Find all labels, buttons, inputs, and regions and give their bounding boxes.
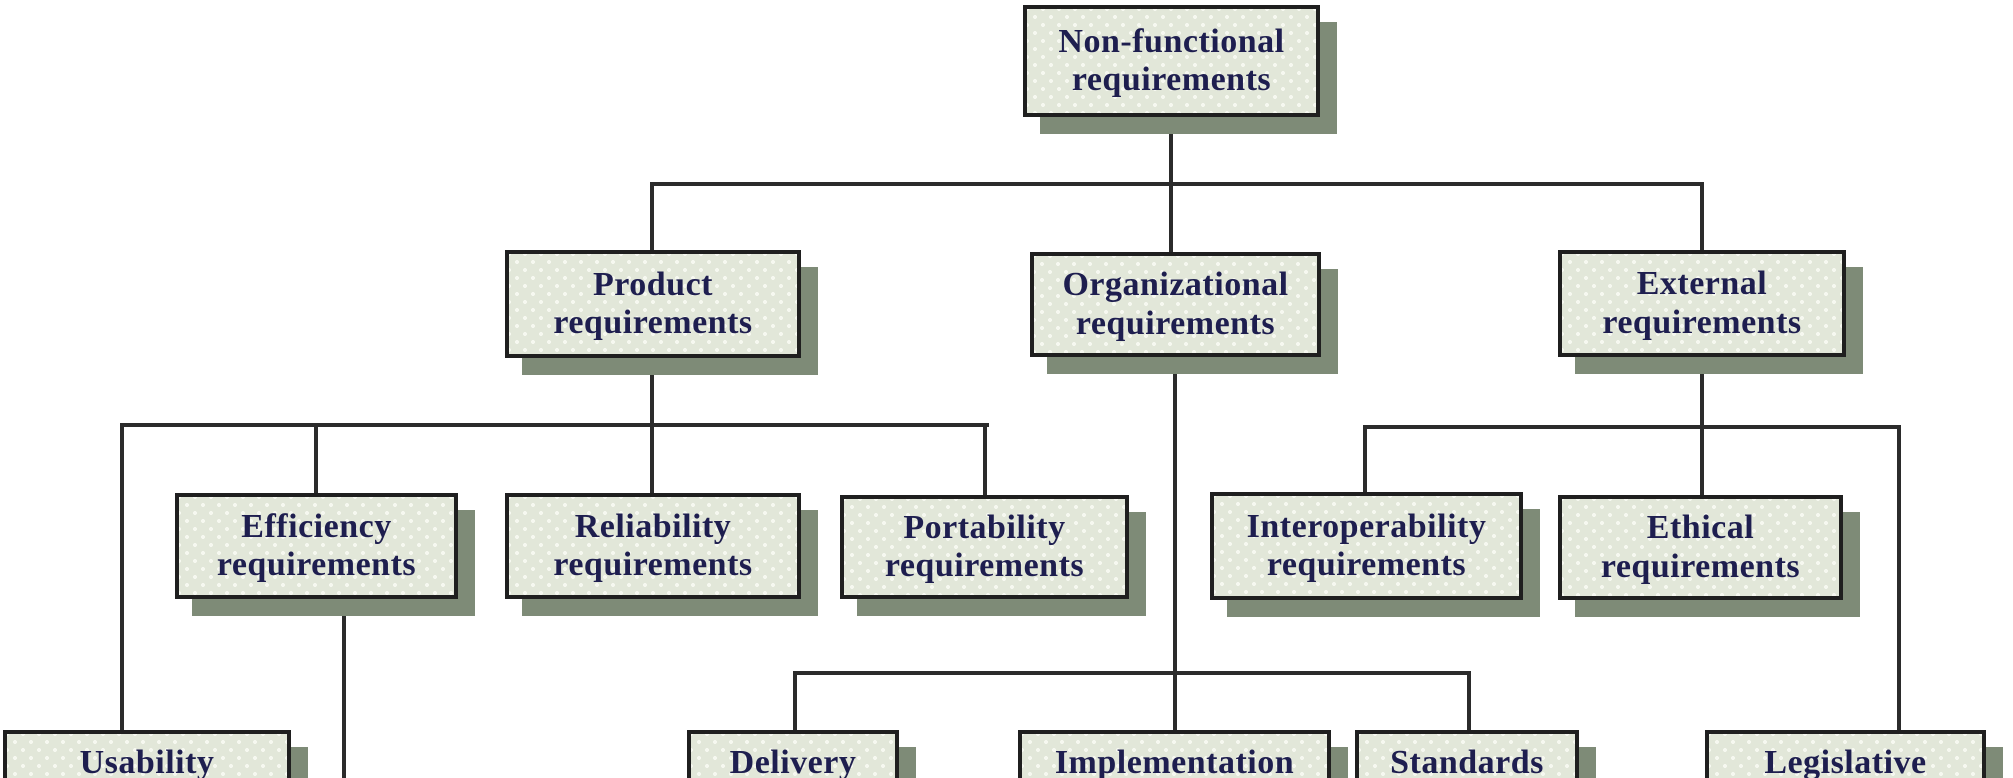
node-portability-requirements: Portability requirements bbox=[840, 495, 1129, 599]
connector-root-to-organizational bbox=[1169, 118, 1173, 256]
connector-portability-drop bbox=[983, 423, 987, 495]
node-label: Standards bbox=[1390, 744, 1544, 778]
node-delivery: Delivery bbox=[687, 730, 899, 778]
node-label: Product requirements bbox=[553, 265, 753, 341]
node-label: Reliability requirements bbox=[553, 507, 753, 583]
node-label: Usability bbox=[79, 744, 215, 778]
connector-external-drop bbox=[1700, 182, 1704, 250]
node-implementation: Implementation bbox=[1018, 730, 1331, 778]
connector-organizational-to-implementation bbox=[1173, 357, 1177, 730]
connector-product-drop bbox=[650, 182, 654, 250]
node-label: Delivery bbox=[729, 744, 857, 778]
node-usability: Usability bbox=[3, 730, 291, 778]
node-ethical-requirements: Ethical requirements bbox=[1558, 495, 1843, 600]
node-label: Interoperability requirements bbox=[1246, 507, 1487, 583]
node-external-requirements: External requirements bbox=[1558, 250, 1846, 357]
node-label: Efficiency requirements bbox=[216, 507, 417, 583]
node-label: Legislative bbox=[1764, 744, 1927, 778]
node-label: Portability requirements bbox=[884, 508, 1085, 584]
node-reliability-requirements: Reliability requirements bbox=[505, 493, 801, 599]
connector-standards-drop bbox=[1467, 671, 1471, 730]
connector-efficiency-drop bbox=[314, 423, 318, 493]
node-label: Organizational requirements bbox=[1062, 266, 1289, 342]
connector-usability-drop bbox=[120, 423, 124, 730]
connector-level1-horizontal bbox=[650, 182, 1704, 186]
connector-product-horizontal bbox=[120, 423, 989, 427]
node-label: External requirements bbox=[1602, 265, 1802, 341]
node-legislative: Legislative bbox=[1705, 730, 1986, 778]
connector-efficiency-down bbox=[342, 598, 346, 778]
connector-external-horizontal bbox=[1363, 425, 1901, 429]
node-label: Ethical requirements bbox=[1600, 509, 1801, 585]
node-nonfunctional-requirements: Non-functional requirements bbox=[1023, 5, 1320, 117]
connector-interoperability-drop bbox=[1363, 425, 1367, 493]
node-label: Implementation bbox=[1054, 744, 1295, 778]
node-label: Non-functional requirements bbox=[1058, 22, 1285, 98]
node-standards: Standards bbox=[1355, 730, 1579, 778]
node-interoperability-requirements: Interoperability requirements bbox=[1210, 492, 1523, 600]
node-efficiency-requirements: Efficiency requirements bbox=[175, 493, 458, 599]
connector-delivery-drop bbox=[793, 671, 797, 730]
node-product-requirements: Product requirements bbox=[505, 250, 801, 358]
node-organizational-requirements: Organizational requirements bbox=[1030, 252, 1321, 357]
connector-organizational-horizontal bbox=[793, 671, 1471, 675]
connector-legislative-drop bbox=[1897, 425, 1901, 730]
